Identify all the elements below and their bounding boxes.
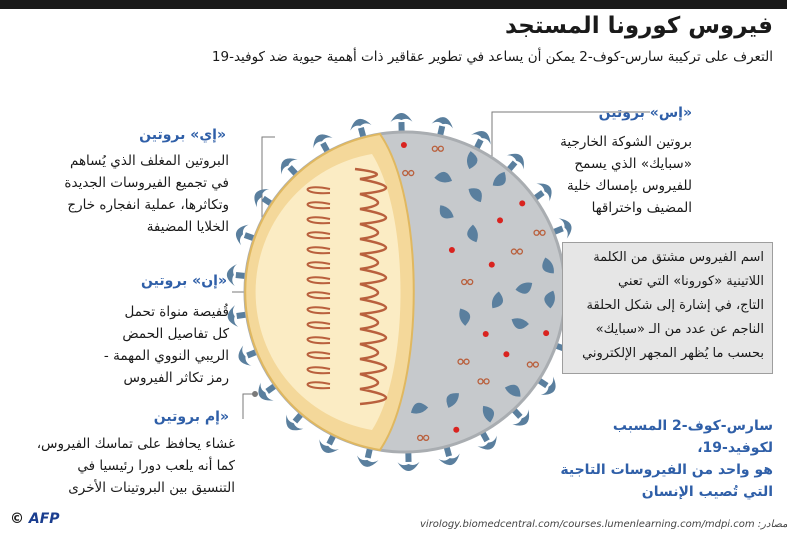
e-protein-label: «إي» بروتين — [139, 127, 226, 143]
n-protein-dot — [497, 217, 504, 224]
spike-top — [468, 188, 482, 203]
membrane-protein — [510, 248, 524, 255]
membrane-protein — [533, 229, 546, 236]
rna-loop — [306, 381, 331, 390]
spike-top — [511, 318, 529, 330]
n-protein-dot — [453, 426, 460, 433]
rna-loop — [306, 291, 331, 300]
rna-loop — [306, 336, 331, 345]
note-line: سارس-كوف-2 المسبب لكوفيد-19، — [612, 418, 773, 456]
spike-top — [446, 393, 459, 408]
name-box-line: اسم الفيروس مشتق من الكلمة — [593, 250, 764, 265]
rna-loop — [306, 366, 331, 375]
n-protein-line: رمز تكاثر الفيروس — [123, 370, 229, 386]
name-box-line: التاج، في إشارة إلى شكل الحلقة — [586, 298, 764, 313]
s-protein-line: بروتين الشوكة الخارجية — [560, 134, 692, 150]
page-subtitle: التعرف على تركيبة سارس-كوف-2 يمكن أن يسا… — [211, 49, 773, 65]
rna-loop — [306, 201, 331, 210]
membrane-protein — [461, 278, 474, 286]
e-protein-line: الخلايا المضيفة — [146, 219, 229, 235]
spike-top — [544, 290, 555, 309]
n-protein-dot — [543, 330, 550, 337]
e-protein-line: وتكاثرها، عملية انفجاره خارج — [67, 197, 229, 213]
m-protein-line: كما أنه يلعب دورا رئيسيا في — [77, 458, 235, 474]
membrane-protein — [402, 169, 415, 177]
spike-top — [492, 171, 506, 186]
e-protein-leader — [261, 136, 275, 231]
membrane-protein — [431, 145, 444, 152]
membrane-protein — [526, 361, 539, 368]
m-protein-line: التنسيق بين البروتينات الأخرى — [68, 480, 235, 496]
s-protein-leader — [491, 111, 650, 171]
surface-proteins — [400, 142, 555, 442]
e-protein-description: البروتين المغلف الذي يُساهم في تجميع الف… — [0, 150, 229, 238]
membrane-protein — [457, 358, 470, 365]
name-box-line: اللاتينية «كورونا» التي تعني — [617, 274, 764, 289]
rna-coil — [306, 167, 387, 406]
s-protein-line: «سبايك» الذي يسمح — [574, 156, 692, 172]
rna-loop — [306, 351, 331, 360]
m-protein-line: غشاء يحافظ على تماسك الفيروس، — [36, 436, 235, 452]
n-protein-line: قُفيصة منواة تحمل — [124, 304, 230, 320]
m-protein-label: «إم بروتين — [153, 409, 229, 425]
n-protein-label: «إن» بروتين — [141, 273, 227, 289]
page-title: فيروس كورونا المستجد — [504, 13, 773, 39]
spike-top — [434, 171, 453, 183]
n-protein-dot — [448, 246, 455, 253]
name-box-line: بحسب ما يُظهر المجهر الإلكتروني — [582, 346, 764, 361]
rna-loop — [306, 276, 331, 285]
e-protein-line: في تجميع الفيروسات الجديدة — [64, 175, 229, 191]
e-protein-line: البروتين المغلف الذي يُساهم — [69, 153, 229, 169]
rna-loop — [306, 321, 331, 330]
n-protein-dot — [400, 142, 407, 149]
virus-illustration — [226, 111, 650, 471]
afp-logo: © AFP — [10, 511, 60, 527]
n-protein-line: الريبي النووي المهمة - — [103, 348, 229, 364]
spike-top — [467, 151, 478, 170]
s-protein-label: «إس» بروتين — [598, 105, 692, 121]
membrane-protein — [417, 434, 430, 442]
note-line: هو واحد من الفيروسات التاجية — [560, 462, 773, 478]
rna-loop — [306, 246, 331, 255]
spike-top — [515, 282, 533, 294]
rna-loop — [306, 306, 331, 315]
m-protein-leader — [242, 393, 255, 419]
spike-top — [410, 402, 429, 414]
n-protein-dot — [482, 330, 489, 337]
n-protein-dot — [488, 261, 495, 268]
rna-loop — [306, 261, 331, 270]
s-protein-line: للفيروس بإمساك خلية — [566, 178, 692, 194]
spike-top — [482, 405, 495, 423]
rna-loop — [306, 186, 331, 195]
name-box-line: الناجم عن عدد من الـ «سبايك» — [595, 322, 764, 337]
s-protein-line: المضيف واختراقها — [591, 200, 692, 216]
coronavirus-note: سارس-كوف-2 المسبب لكوفيد-19، هو واحد من … — [533, 415, 773, 503]
copyright-symbol: © — [10, 511, 24, 527]
n-protein-line: كل تفاصيل الحمض — [122, 326, 229, 342]
name-origin-box: اسم الفيروس مشتق من الكلمة اللاتينية «كو… — [562, 242, 773, 374]
source-credit: المصادر: virology.biomedcentral.com/cour… — [420, 519, 787, 530]
spike-top — [542, 257, 554, 274]
spike-top — [439, 205, 454, 219]
rna-loop — [306, 231, 331, 240]
s-protein-description: بروتين الشوكة الخارجية «سبايك» الذي يسمح… — [512, 131, 692, 219]
n-protein-description: قُفيصة منواة تحمل كل تفاصيل الحمض الريبي… — [29, 301, 229, 389]
membrane-protein — [477, 378, 490, 385]
spike-top — [504, 384, 521, 397]
n-protein-dot — [503, 351, 510, 358]
note-line: التي تُصيب الإنسان — [641, 484, 773, 500]
spike-top — [491, 291, 504, 309]
spike-top — [467, 224, 478, 243]
agency-name: AFP — [28, 511, 60, 527]
m-protein-description: غشاء يحافظ على تماسك الفيروس، كما أنه يل… — [5, 433, 235, 499]
spike-top — [459, 308, 471, 326]
n-protein-dot — [519, 200, 526, 207]
rna-loop — [306, 216, 331, 225]
